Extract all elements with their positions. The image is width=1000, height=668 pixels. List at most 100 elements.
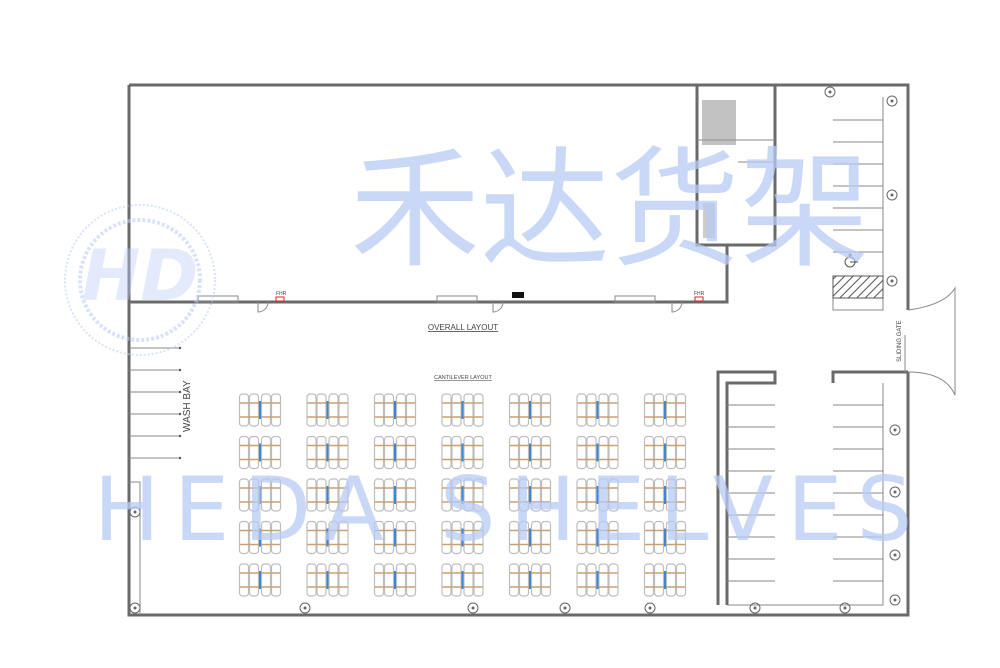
car-outline <box>451 435 462 470</box>
car-outline <box>518 520 530 555</box>
car-outline <box>665 393 677 427</box>
tree-trunk <box>890 193 894 197</box>
car-outline <box>316 478 327 512</box>
car-outline <box>238 520 250 555</box>
car-outline <box>643 520 655 555</box>
tree-trunk <box>893 553 897 557</box>
tree-icon <box>886 275 898 287</box>
wash-bay-post <box>178 368 182 372</box>
car-outline <box>338 478 349 512</box>
car-outline <box>675 435 687 470</box>
tree-canopy <box>886 189 898 201</box>
tree-icon <box>889 594 901 606</box>
car-outline <box>576 393 587 427</box>
cantilever-rack-unit <box>576 478 619 512</box>
cantilever-rack-unit <box>238 563 282 597</box>
car-outline <box>260 520 272 555</box>
car-outline <box>608 393 619 427</box>
tree-trunk <box>890 279 894 283</box>
car-outline <box>508 435 520 470</box>
car-outline <box>473 478 484 512</box>
car-outline <box>518 435 530 470</box>
car-outline <box>441 520 452 555</box>
hatched-zone <box>832 275 884 299</box>
tree-icon <box>824 86 836 98</box>
tree-canopy <box>889 486 901 498</box>
car-outline <box>586 520 597 555</box>
watermark-chinese: 禾达货架 <box>350 134 870 286</box>
car-outline <box>473 520 484 555</box>
cantilever-rack-unit <box>441 435 484 470</box>
car-outline <box>441 435 452 470</box>
cantilever-rack-unit <box>306 393 349 427</box>
car-outline <box>653 563 665 597</box>
tree-trunk <box>893 428 897 432</box>
car-outline <box>270 563 282 597</box>
fire-hydrant-icon <box>694 296 704 302</box>
car-outline <box>316 435 327 470</box>
tree-trunk <box>303 606 307 610</box>
car-outline <box>270 478 282 512</box>
car-outline <box>473 563 484 597</box>
parking-bottom <box>716 370 908 606</box>
car-outline <box>306 520 317 555</box>
car-outline <box>451 478 462 512</box>
car-outline <box>238 563 250 597</box>
fire-hydrant-icon <box>275 296 285 302</box>
car-outline <box>530 563 542 597</box>
car-outline <box>395 393 407 427</box>
cantilever-rack-unit <box>373 478 417 512</box>
car-outline <box>383 478 395 512</box>
watermark: HD 禾达货架 HEDA SHELVES <box>64 134 912 561</box>
car-outline <box>373 435 385 470</box>
tree-canopy <box>839 602 851 614</box>
car-outline <box>248 393 260 427</box>
car-outline <box>238 435 250 470</box>
car-outline <box>260 478 272 512</box>
tree-icon <box>839 602 851 614</box>
car-outline <box>508 520 520 555</box>
tree-trunk <box>893 598 897 602</box>
car-outline <box>530 520 542 555</box>
cantilever-layout-title: CANTILEVER LAYOUT <box>434 375 492 381</box>
car-outline <box>576 563 587 597</box>
cantilever-rack-unit <box>238 478 282 512</box>
car-outline <box>441 478 452 512</box>
car-outline <box>405 393 417 427</box>
wash-bay-post <box>178 346 182 350</box>
car-outline <box>463 393 474 427</box>
wash-bay-label: WASH BAY <box>182 380 193 432</box>
tree-canopy <box>299 602 311 614</box>
car-outline <box>586 393 597 427</box>
tree-canopy <box>559 602 571 614</box>
car-outline <box>338 520 349 555</box>
car-outline <box>665 478 677 512</box>
car-outline <box>463 520 474 555</box>
car-outline <box>608 563 619 597</box>
car-outline <box>586 435 597 470</box>
cantilever-rack-unit <box>306 563 349 597</box>
parking-top <box>832 97 884 311</box>
car-outline <box>373 393 385 427</box>
car-outline <box>665 435 677 470</box>
car-outline <box>248 520 260 555</box>
car-outline <box>643 563 655 597</box>
car-outline <box>316 563 327 597</box>
tree-canopy <box>824 86 836 98</box>
car-outline <box>675 393 687 427</box>
car-outline <box>508 478 520 512</box>
car-outline <box>373 563 385 597</box>
cantilever-rack-unit <box>576 520 619 555</box>
car-outline <box>518 478 530 512</box>
car-outline <box>260 393 272 427</box>
car-outline <box>675 520 687 555</box>
car-outline <box>665 563 677 597</box>
cantilever-rack-unit <box>576 435 619 470</box>
tree-trunk <box>828 90 832 94</box>
car-outline <box>328 563 339 597</box>
tree-canopy <box>889 549 901 561</box>
tree-canopy <box>129 506 141 518</box>
cantilever-rack-unit <box>576 563 619 597</box>
car-outline <box>248 478 260 512</box>
car-outline <box>316 393 327 427</box>
